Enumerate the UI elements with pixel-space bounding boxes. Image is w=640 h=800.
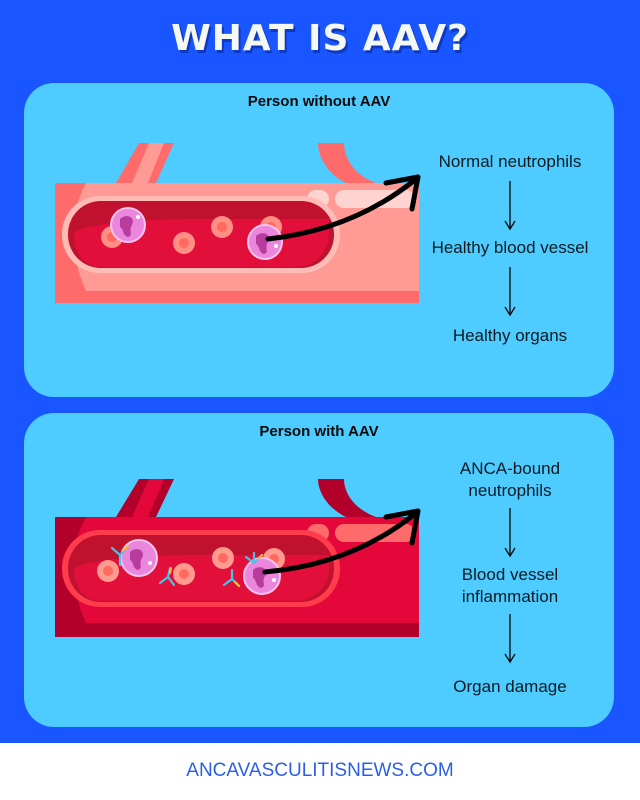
red-blood-cell-icon [173, 232, 195, 254]
flow-step: Healthy blood vessel [431, 238, 589, 257]
flow-step: Normal neutrophils [438, 152, 582, 171]
page-title: WHAT IS AAV? [171, 18, 469, 59]
healthy-vessel-illustration [55, 143, 421, 303]
red-blood-cell-icon [212, 547, 234, 569]
panel-title: Person without AAV [247, 93, 391, 110]
neutrophil-icon [110, 207, 146, 243]
panel-with-aav: Person with AAV [24, 413, 614, 727]
footer-website-link[interactable]: ANCAVASCULITISNEWS.COM [186, 760, 454, 781]
antibody-icon [244, 551, 264, 565]
antibody-icon [158, 566, 176, 587]
panel-without-aav: Person without AAV [24, 83, 614, 397]
vessel-branch-right [318, 479, 376, 517]
curved-arrow-icon [265, 174, 421, 242]
red-blood-cell-icon [97, 560, 119, 582]
antibody-icon [110, 544, 130, 567]
antibody-icon [222, 568, 241, 588]
arrow-down-icon [504, 181, 516, 231]
arrow-down-icon [504, 614, 516, 664]
arrow-down-icon [504, 267, 516, 317]
neutrophil-icon [120, 539, 158, 577]
neutrophil-icon [247, 224, 283, 260]
vessel-branch-right [318, 143, 376, 183]
arrow-down-icon [504, 508, 516, 558]
flow-step: ANCA-bound neutrophils [459, 459, 561, 500]
flow-step: Healthy organs [452, 326, 568, 345]
curved-arrow-icon [262, 508, 421, 575]
red-blood-cell-icon [211, 216, 233, 238]
panel-title: Person with AAV [259, 423, 379, 440]
flow-step: Organ damage [453, 677, 567, 696]
flow-step: Blood vessel inflammation [461, 565, 559, 606]
flow-list: Normal neutrophils Healthy blood vessel … [404, 151, 616, 391]
red-blood-cell-icon [173, 563, 195, 585]
neutrophil-icon [243, 557, 281, 595]
inflamed-vessel-illustration [55, 479, 421, 637]
flow-list: ANCA-bound neutrophils Blood vessel infl… [404, 458, 616, 728]
